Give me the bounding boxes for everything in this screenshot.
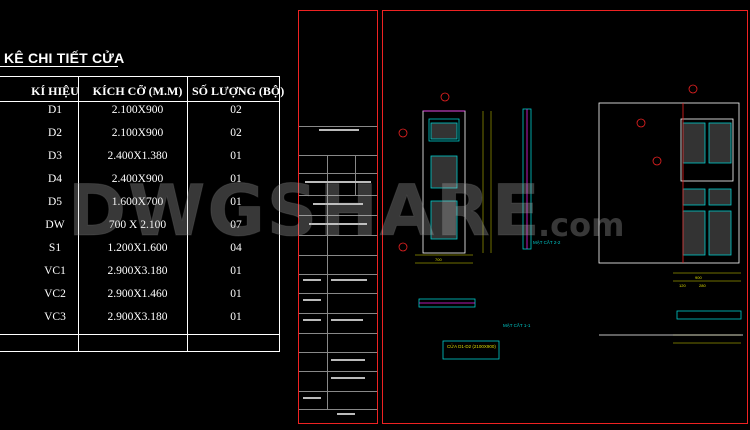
tb-divider: [299, 173, 377, 174]
schedule-cell: 1.200X1.600: [107, 242, 168, 254]
tb-text-mark: [331, 279, 367, 281]
tb-divider: [299, 195, 377, 196]
schedule-cell: 01: [230, 311, 242, 323]
section-label-1-1: MẶT CẮT 1-1: [503, 323, 531, 328]
schedule-cell: VC2: [44, 288, 66, 300]
schedule-cell: D5: [47, 196, 63, 208]
dim-text: 700: [435, 257, 442, 262]
dim-text: 900: [695, 275, 702, 280]
schedule-title: KÊ CHI TIẾT CỬA: [4, 50, 125, 66]
column-divider: [187, 76, 188, 352]
tb-divider: [299, 126, 377, 127]
tb-text-mark: [303, 279, 321, 281]
tb-divider: [299, 155, 377, 156]
tb-text-mark: [303, 319, 321, 321]
tb-col-divider: [327, 155, 328, 409]
tb-divider: [299, 391, 377, 392]
schedule-cell: VC3: [44, 311, 66, 323]
schedule-cell: 01: [230, 265, 242, 277]
schedule-cell: 1.600X700: [111, 196, 164, 208]
schedule-cell: 2.100X900: [111, 127, 164, 139]
tb-text-mark: [337, 413, 355, 415]
dim-text: 120: [679, 283, 686, 288]
schedule-table-frame: [0, 76, 280, 352]
door-label: CỬA D1-D2 (2100X900): [447, 344, 496, 349]
tb-divider: [299, 293, 377, 294]
plan-section-left: [418, 298, 476, 308]
header-divider: [0, 101, 280, 102]
tb-text-mark: [303, 397, 321, 399]
schedule-cell: 07: [230, 219, 242, 231]
column-divider: [78, 76, 79, 352]
door-drawing-svg: [398, 84, 743, 360]
dim-text: 280: [699, 283, 706, 288]
schedule-cell: 2.900X1.460: [107, 288, 168, 300]
schedule-cell: 01: [230, 150, 242, 162]
schedule-cell: 2.900X3.180: [107, 265, 168, 277]
label-box: [442, 340, 500, 360]
schedule-cell: 2.400X900: [111, 173, 164, 185]
dim-lines-left: [415, 111, 492, 264]
schedule-cell: 01: [230, 173, 242, 185]
drawing-area: MẶT CẮT 2-2 MẶT CẮT 1-1 CỬA D1-D2 (2100X…: [382, 10, 748, 424]
schedule-cell: 01: [230, 288, 242, 300]
header-so-luong: SỐ LƯỢNG (BỘ): [192, 84, 285, 98]
schedule-cell: 700 X 2.100: [108, 219, 167, 231]
schedule-cell: D3: [47, 150, 63, 162]
schedule-cell: 2.100X900: [111, 104, 164, 116]
tb-divider: [299, 409, 377, 410]
tb-text-mark: [303, 299, 321, 301]
schedule-cell: 04: [230, 242, 242, 254]
schedule-cell: D1: [47, 104, 63, 116]
title-block: [298, 10, 378, 424]
tb-divider: [299, 255, 377, 256]
schedule-cell: 2.900X3.180: [107, 311, 168, 323]
door-elevation-left: [422, 110, 466, 254]
tb-divider: [299, 333, 377, 334]
title-underline: [0, 66, 118, 67]
schedule-cell: 02: [230, 104, 242, 116]
schedule-cell: 01: [230, 196, 242, 208]
side-section: [522, 108, 532, 250]
schedule-cell: 02: [230, 127, 242, 139]
header-ki-hieu: KÍ HIỆU: [31, 84, 79, 98]
schedule-cell: D2: [47, 127, 63, 139]
plan-section-right: [599, 310, 743, 336]
tb-text-mark: [305, 181, 371, 183]
tb-divider: [299, 352, 377, 353]
tb-text-mark: [309, 223, 367, 225]
tb-text-mark: [319, 129, 359, 131]
tb-text-mark: [331, 359, 365, 361]
schedule-cell: 2.400X1.380: [107, 150, 168, 162]
tb-divider: [299, 235, 377, 236]
tb-divider: [299, 371, 377, 372]
door-elevation-right: [598, 102, 740, 264]
schedule-cell: VC1: [44, 265, 66, 277]
schedule-cell: S1: [48, 242, 62, 254]
tb-text-mark: [331, 377, 365, 379]
tb-divider: [299, 274, 377, 275]
tb-text-mark: [331, 319, 363, 321]
schedule-cell: DW: [45, 219, 65, 231]
tb-text-mark: [313, 203, 363, 205]
section-markers: [398, 84, 698, 252]
header-kich-co: KÍCH CỠ (M.M): [92, 84, 183, 98]
door-schedule-panel: KÊ CHI TIẾT CỬA KÍ HIỆU KÍCH CỠ (M.M) SỐ…: [0, 0, 292, 430]
schedule-cell: D4: [47, 173, 63, 185]
row-divider: [0, 334, 280, 335]
tb-col-divider: [355, 155, 356, 195]
tb-divider: [299, 313, 377, 314]
tb-divider: [299, 215, 377, 216]
section-label-2-2: MẶT CẮT 2-2: [533, 240, 561, 245]
